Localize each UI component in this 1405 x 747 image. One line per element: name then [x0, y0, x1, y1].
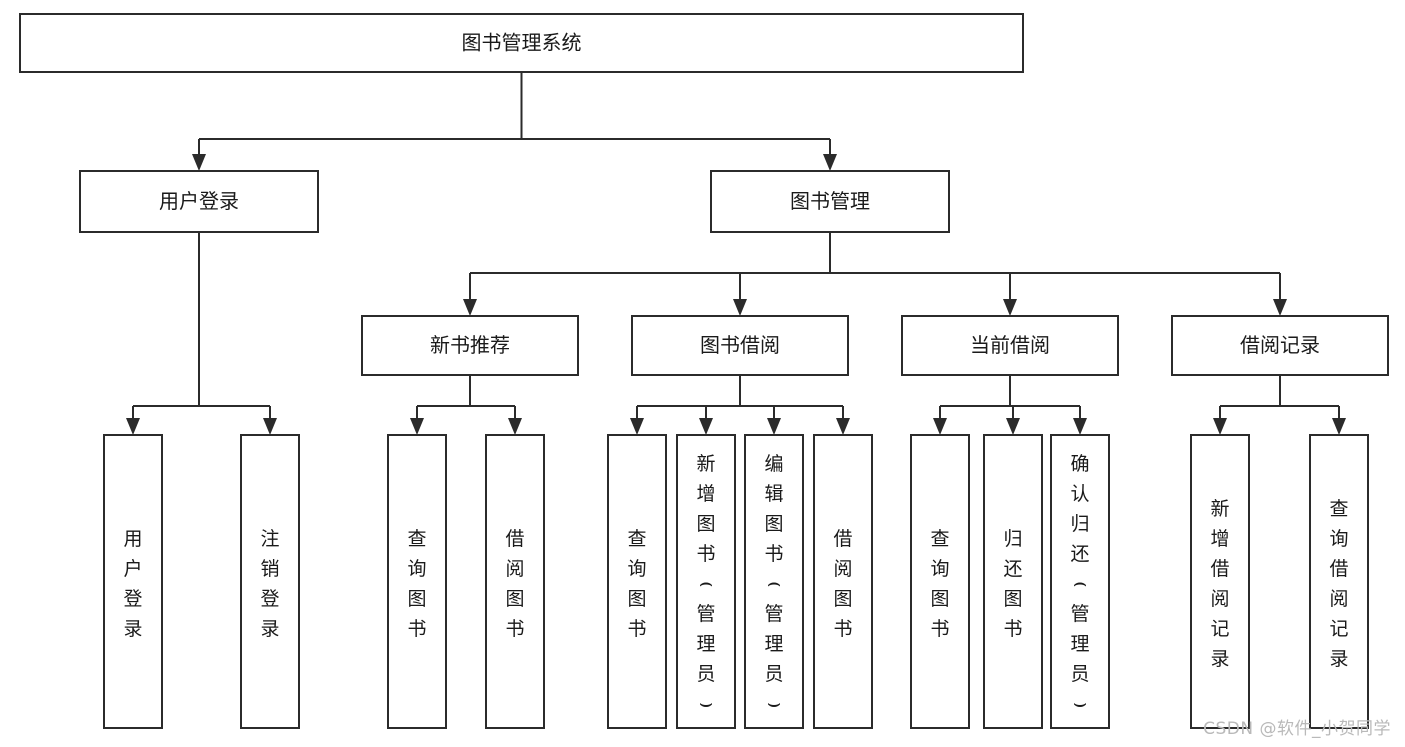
node-l3-3[interactable]: 借阅记录 [1171, 315, 1389, 376]
node-box [387, 434, 447, 729]
arrow-head-icon [933, 418, 947, 435]
arrow-head-icon [463, 299, 477, 316]
arrow-head-icon [410, 418, 424, 435]
arrow-head-icon [733, 299, 747, 316]
node-label: 确认归还⌢管理员⌣ [1070, 453, 1089, 716]
node-box [901, 315, 1119, 376]
arrow-head-icon [508, 418, 522, 435]
node-box [910, 434, 970, 729]
node-label: 编辑图书⌢管理员⌣ [764, 453, 783, 716]
connector-layer [126, 72, 1346, 435]
node-label: 新书推荐 [430, 333, 510, 357]
node-box [485, 434, 545, 729]
node-label: 新增图书⌢管理员⌣ [696, 453, 715, 716]
node-box [240, 434, 300, 729]
node-box [983, 434, 1043, 729]
arrow-head-icon [1006, 418, 1020, 435]
node-box [1050, 434, 1110, 729]
node-label: 借阅图书 [505, 528, 524, 640]
node-leaf-11[interactable]: 新增借阅记录 [1190, 434, 1250, 729]
node-leaf-6[interactable]: 编辑图书⌢管理员⌣ [744, 434, 804, 729]
node-label: 借阅图书 [833, 528, 852, 640]
node-label: 用户登录 [123, 528, 142, 640]
node-box [361, 315, 579, 376]
arrow-head-icon [836, 418, 850, 435]
arrow-head-icon [823, 154, 837, 171]
watermark-text: CSDN @软件_小贺同学 [1203, 719, 1391, 739]
node-leaf-12[interactable]: 查询借阅记录 [1309, 434, 1369, 729]
node-label: 查询借阅记录 [1329, 498, 1348, 670]
arrow-head-icon [1332, 418, 1346, 435]
node-box [1190, 434, 1250, 729]
node-leaf-10[interactable]: 确认归还⌢管理员⌣ [1050, 434, 1110, 729]
node-label: 图书管理 [790, 189, 870, 213]
node-leaf-4[interactable]: 查询图书 [607, 434, 667, 729]
node-layer: 图书管理系统用户登录图书管理新书推荐图书借阅当前借阅借阅记录用户登录注销登录查询… [19, 13, 1389, 729]
node-l3-0[interactable]: 新书推荐 [361, 315, 579, 376]
node-box [676, 434, 736, 729]
node-box [103, 434, 163, 729]
node-l3-1[interactable]: 图书借阅 [631, 315, 849, 376]
arrow-head-icon [1213, 418, 1227, 435]
node-leaf-8[interactable]: 查询图书 [910, 434, 970, 729]
node-label: 新增借阅记录 [1210, 498, 1229, 670]
node-label: 归还图书 [1003, 528, 1022, 640]
arrow-head-icon [630, 418, 644, 435]
node-leaf-7[interactable]: 借阅图书 [813, 434, 873, 729]
node-label: 图书借阅 [700, 333, 780, 357]
node-l2-1[interactable]: 图书管理 [710, 170, 950, 233]
node-leaf-0[interactable]: 用户登录 [103, 434, 163, 729]
node-l2-0[interactable]: 用户登录 [79, 170, 319, 233]
node-label: 注销登录 [260, 528, 279, 640]
node-label: 图书管理系统 [462, 31, 582, 55]
arrow-head-icon [1273, 299, 1287, 316]
node-box [607, 434, 667, 729]
arrow-head-icon [699, 418, 713, 435]
node-box [19, 13, 1024, 73]
node-box [631, 315, 849, 376]
arrow-head-icon [263, 418, 277, 435]
node-leaf-9[interactable]: 归还图书 [983, 434, 1043, 729]
node-root-0[interactable]: 图书管理系统 [19, 13, 1024, 73]
node-box [1309, 434, 1369, 729]
node-leaf-3[interactable]: 借阅图书 [485, 434, 545, 729]
arrow-head-icon [126, 418, 140, 435]
node-box [813, 434, 873, 729]
node-leaf-5[interactable]: 新增图书⌢管理员⌣ [676, 434, 736, 729]
node-leaf-2[interactable]: 查询图书 [387, 434, 447, 729]
node-leaf-1[interactable]: 注销登录 [240, 434, 300, 729]
arrow-head-icon [192, 154, 206, 171]
node-box [710, 170, 950, 233]
arrow-head-icon [767, 418, 781, 435]
arrow-head-icon [1003, 299, 1017, 316]
arrow-head-icon [1073, 418, 1087, 435]
node-label: 借阅记录 [1240, 333, 1320, 357]
node-box [79, 170, 319, 233]
node-label: 查询图书 [930, 528, 949, 640]
node-box [744, 434, 804, 729]
node-label: 当前借阅 [970, 333, 1050, 357]
node-label: 用户登录 [159, 189, 239, 213]
node-label: 查询图书 [627, 528, 646, 640]
node-label: 查询图书 [407, 528, 426, 640]
node-box [1171, 315, 1389, 376]
node-l3-2[interactable]: 当前借阅 [901, 315, 1119, 376]
